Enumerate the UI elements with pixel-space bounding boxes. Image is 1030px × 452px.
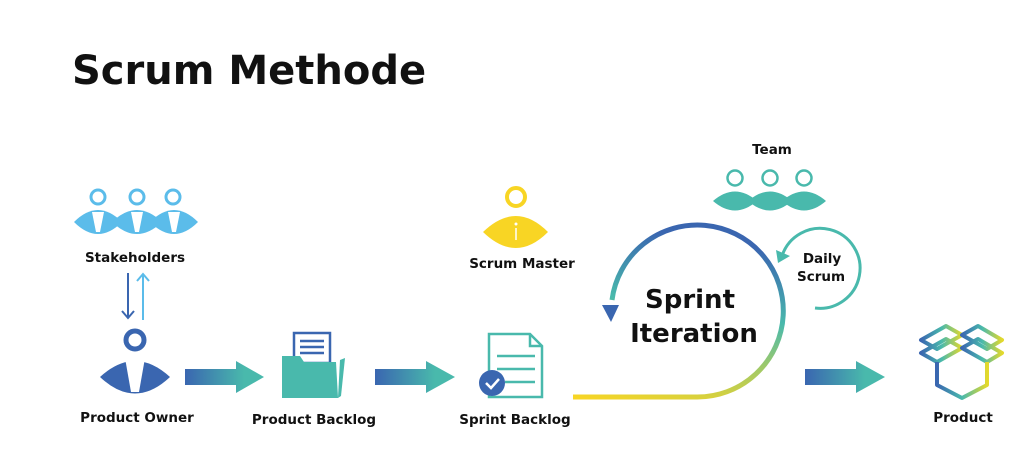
folder-icon bbox=[282, 331, 345, 398]
sprint-label-line1: Sprint bbox=[645, 285, 735, 315]
sprint-label-line2: Iteration bbox=[630, 319, 758, 349]
scrum-master-label: Scrum Master bbox=[469, 256, 575, 272]
document-check-icon bbox=[479, 332, 544, 399]
sprint-cycle-arrow bbox=[573, 222, 786, 400]
product-owner-label: Product Owner bbox=[80, 410, 194, 426]
team-label: Team bbox=[752, 142, 792, 158]
daily-scrum-label-line2: Scrum bbox=[797, 269, 845, 285]
daily-scrum-label-line1: Daily bbox=[803, 251, 842, 267]
product-owner-icon bbox=[100, 328, 170, 394]
daily-scrum-arrowhead-icon bbox=[776, 250, 790, 263]
sprint-backlog-label: Sprint Backlog bbox=[459, 412, 570, 428]
team-icon bbox=[713, 169, 826, 211]
flow-arrow-1 bbox=[185, 361, 264, 393]
flow-arrow-2 bbox=[375, 361, 455, 393]
stakeholders-icon bbox=[74, 188, 198, 234]
daily-scrum-arrow bbox=[780, 226, 862, 310]
flow-arrow-3 bbox=[805, 361, 885, 393]
product-backlog-label: Product Backlog bbox=[252, 412, 376, 428]
page-title: Scrum Methode bbox=[72, 48, 426, 94]
sprint-arrowhead-icon bbox=[602, 305, 619, 322]
scrum-master-icon bbox=[483, 186, 548, 248]
product-label: Product bbox=[933, 410, 993, 426]
exchange-arrows-icon bbox=[121, 272, 150, 320]
box-icon bbox=[919, 324, 1004, 400]
stakeholders-label: Stakeholders bbox=[85, 250, 185, 266]
